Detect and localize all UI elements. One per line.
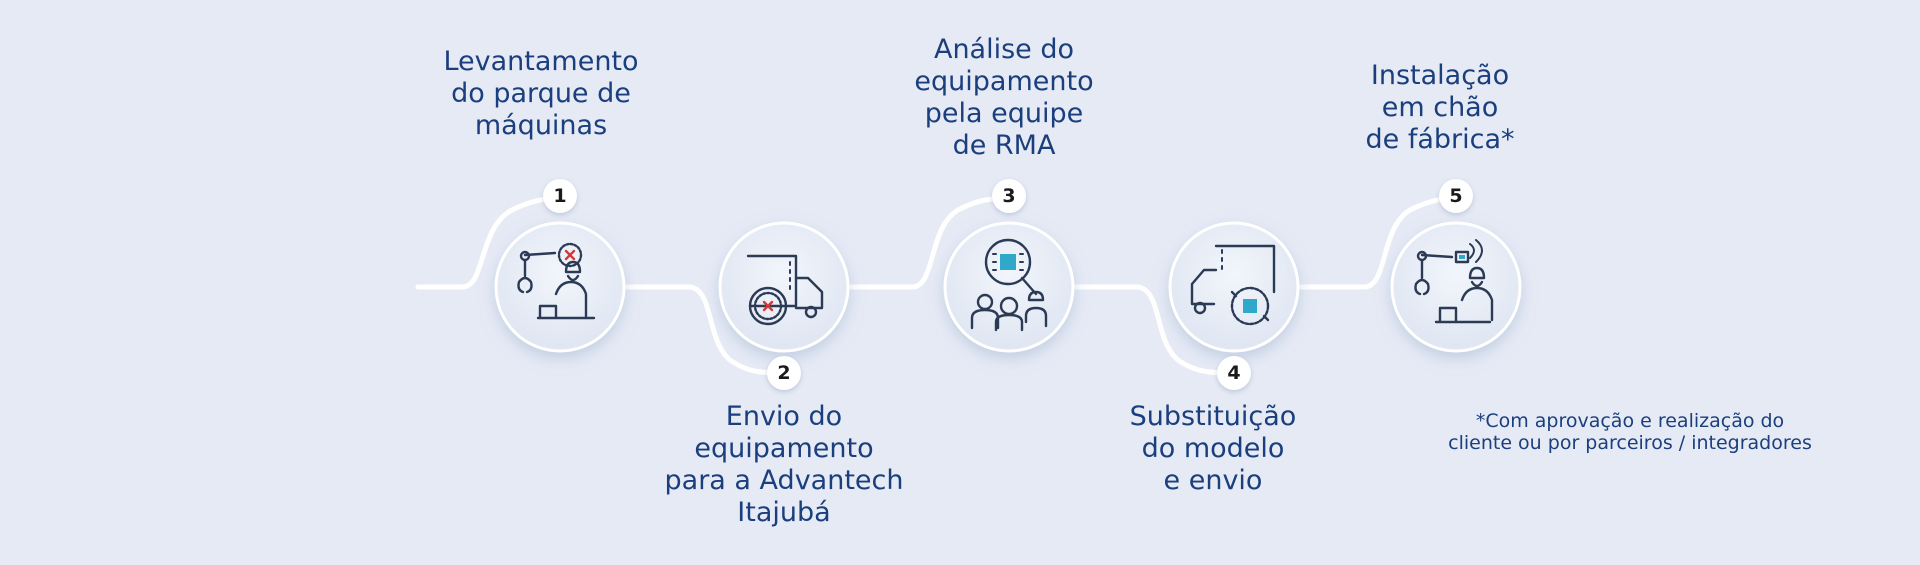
truck-chip-swap-icon	[1190, 244, 1276, 326]
robot-arm-install-icon	[1414, 239, 1494, 324]
step-number-badge: 1	[543, 179, 577, 213]
step-number-badge: 3	[992, 179, 1026, 213]
truck-chip-icon	[746, 254, 824, 326]
step-3-label: Análise do equipamento pela equipe de RM…	[914, 34, 1094, 161]
connector-path	[619, 284, 787, 376]
step-2-label: Envio do equipamento para a Advantech It…	[664, 401, 904, 528]
step-number-badge: 2	[767, 356, 801, 390]
step-number-badge: 5	[1439, 179, 1473, 213]
step-5-label: Instalação em chão de fábrica*	[1365, 60, 1515, 155]
step-node-3	[943, 221, 1075, 353]
connector-path	[1068, 284, 1237, 376]
robot-arm-engineer-icon	[517, 242, 596, 320]
connector-path	[415, 195, 563, 290]
step-node-2	[718, 221, 850, 353]
step-node-4	[1168, 221, 1300, 353]
step-node-5	[1390, 221, 1522, 353]
footnote: *Com aprovação e realização do cliente o…	[1448, 410, 1812, 454]
step-number-badge: 4	[1217, 356, 1251, 390]
magnifier-team-icon	[970, 238, 1048, 332]
connector-path	[843, 195, 1012, 290]
step-4-label: Substituição do modelo e envio	[1129, 401, 1297, 496]
step-1-label: Levantamento do parque de máquinas	[443, 46, 639, 141]
